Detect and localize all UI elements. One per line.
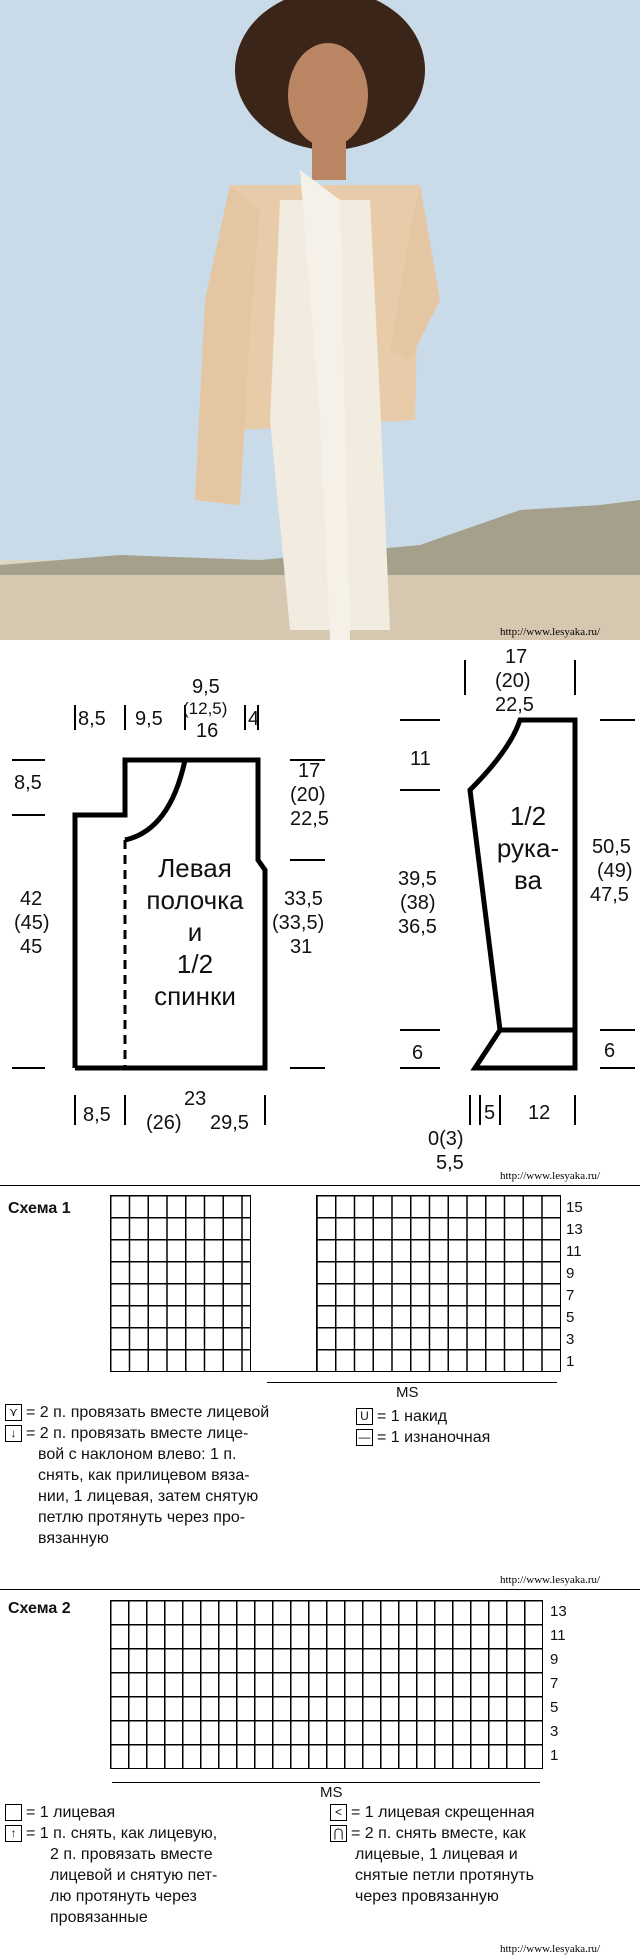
- watermark-4: http://www.lesyaka.ru/: [500, 1943, 601, 1955]
- sleeve-dim-bottom-a1: 0(3): [428, 1128, 464, 1150]
- pattern-diagram: [12, 660, 635, 1125]
- sleeve-outline: [467, 717, 578, 1071]
- sleeve-dim-left-mid1: 39,5: [398, 868, 437, 890]
- ktbl-icon: <: [330, 1804, 347, 1822]
- k2tog-icon: ⋎: [5, 1404, 22, 1422]
- watermark: http://www.lesyaka.ru/: [500, 626, 601, 638]
- front-dim-top-c2: (12,5): [183, 699, 228, 718]
- scheme2-legend-left: = 1 лицевая ↑= 1 п. снять, как лицевую, …: [5, 1802, 315, 1928]
- front-dim-right-lower2: (33,5): [272, 912, 325, 934]
- watermark-2: http://www.lesyaka.ru/: [500, 1170, 601, 1182]
- front-dim-bottom-b2: (26): [146, 1112, 182, 1134]
- front-dim-left-lower1: 42: [20, 888, 43, 910]
- sleeve-dim-right-low: 6: [604, 1040, 616, 1062]
- front-label: Левая полочка и 1/2 спинки: [146, 853, 244, 1011]
- front-dim-right-lower1: 33,5: [284, 888, 323, 910]
- front-dim-right-upper1: 17: [298, 760, 321, 782]
- sleeve-dim-left-upper: 11: [410, 748, 431, 770]
- sleeve-dim-bottom-a2: 5,5: [436, 1152, 464, 1174]
- scheme2-grid: [110, 1600, 543, 1769]
- front-dim-top-a: 8,5: [78, 708, 106, 730]
- front-dim-right-upper3: 22,5: [290, 808, 329, 830]
- front-outline: [72, 757, 268, 1071]
- sleeve-dim-top1: 17: [505, 646, 528, 668]
- sleeve-dim-left-mid3: 36,5: [398, 916, 437, 938]
- front-dim-bottom-b3: 29,5: [210, 1112, 249, 1134]
- front-dim-left-lower3: 45: [20, 936, 43, 958]
- sleeve-dim-right-main2: (49): [597, 860, 633, 882]
- scheme1-legend-right: U= 1 накид —= 1 изнаночная: [356, 1406, 636, 1448]
- divider-2: [0, 1589, 640, 1590]
- photo-illustration: [0, 0, 640, 640]
- divider-1: [0, 1185, 640, 1186]
- sleeve-dim-top2: (20): [495, 670, 531, 692]
- scheme2-legend-right: <= 1 лицевая скрещенная ⋂= 2 п. снять вм…: [330, 1802, 635, 1907]
- k3-icon: ⋂: [330, 1825, 347, 1843]
- front-dim-bottom-b1: 23: [184, 1088, 207, 1110]
- sleeve-label: 1/2 рука- ва: [496, 801, 560, 895]
- sleeve-dim-top3: 22,5: [495, 694, 534, 716]
- front-dim-top-c3: 16: [196, 720, 219, 742]
- scheme2-ms-line: [112, 1782, 540, 1783]
- scheme1-legend-left: ⋎= 2 п. провязать вместе лицевой ↓= 2 п.…: [5, 1402, 345, 1549]
- knit-icon: [5, 1804, 22, 1822]
- scheme2-ms: MS: [320, 1784, 343, 1801]
- front-dim-bottom-a: 8,5: [83, 1104, 111, 1126]
- purl-icon: —: [356, 1429, 373, 1447]
- yo-icon: U: [356, 1408, 373, 1426]
- front-dim-right-upper2: (20): [290, 784, 326, 806]
- scheme1-title: Схема 1: [8, 1200, 71, 1217]
- scheme2-title: Схема 2: [8, 1600, 71, 1617]
- front-dim-right-lower3: 31: [290, 936, 313, 958]
- sleeve-dim-left-low: 6: [412, 1042, 424, 1064]
- front-dim-left-lower2: (45): [14, 912, 50, 934]
- front-dim-top-d: 4: [248, 708, 260, 730]
- front-dim-left-upper: 8,5: [14, 772, 42, 794]
- front-dim-top-c1: 9,5: [192, 676, 220, 698]
- front-dim-top-b: 9,5: [135, 708, 163, 730]
- scheme1-grid: [110, 1195, 561, 1372]
- watermark-3: http://www.lesyaka.ru/: [500, 1574, 601, 1586]
- sleeve-dim-bottom-c: 12: [528, 1102, 551, 1124]
- sleeve-dim-right-main3: 47,5: [590, 884, 629, 906]
- sleeve-dim-left-mid2: (38): [400, 892, 436, 914]
- cdd-icon: ↑: [5, 1825, 22, 1843]
- skp-icon: ↓: [5, 1425, 22, 1443]
- model-photo: http://www.lesyaka.ru/: [0, 0, 640, 640]
- sleeve-dim-bottom-b: 5: [484, 1102, 496, 1124]
- sleeve-dim-right-main1: 50,5: [592, 836, 631, 858]
- scheme1-ms: MS: [396, 1384, 419, 1401]
- scheme1-ms-line: [267, 1382, 557, 1383]
